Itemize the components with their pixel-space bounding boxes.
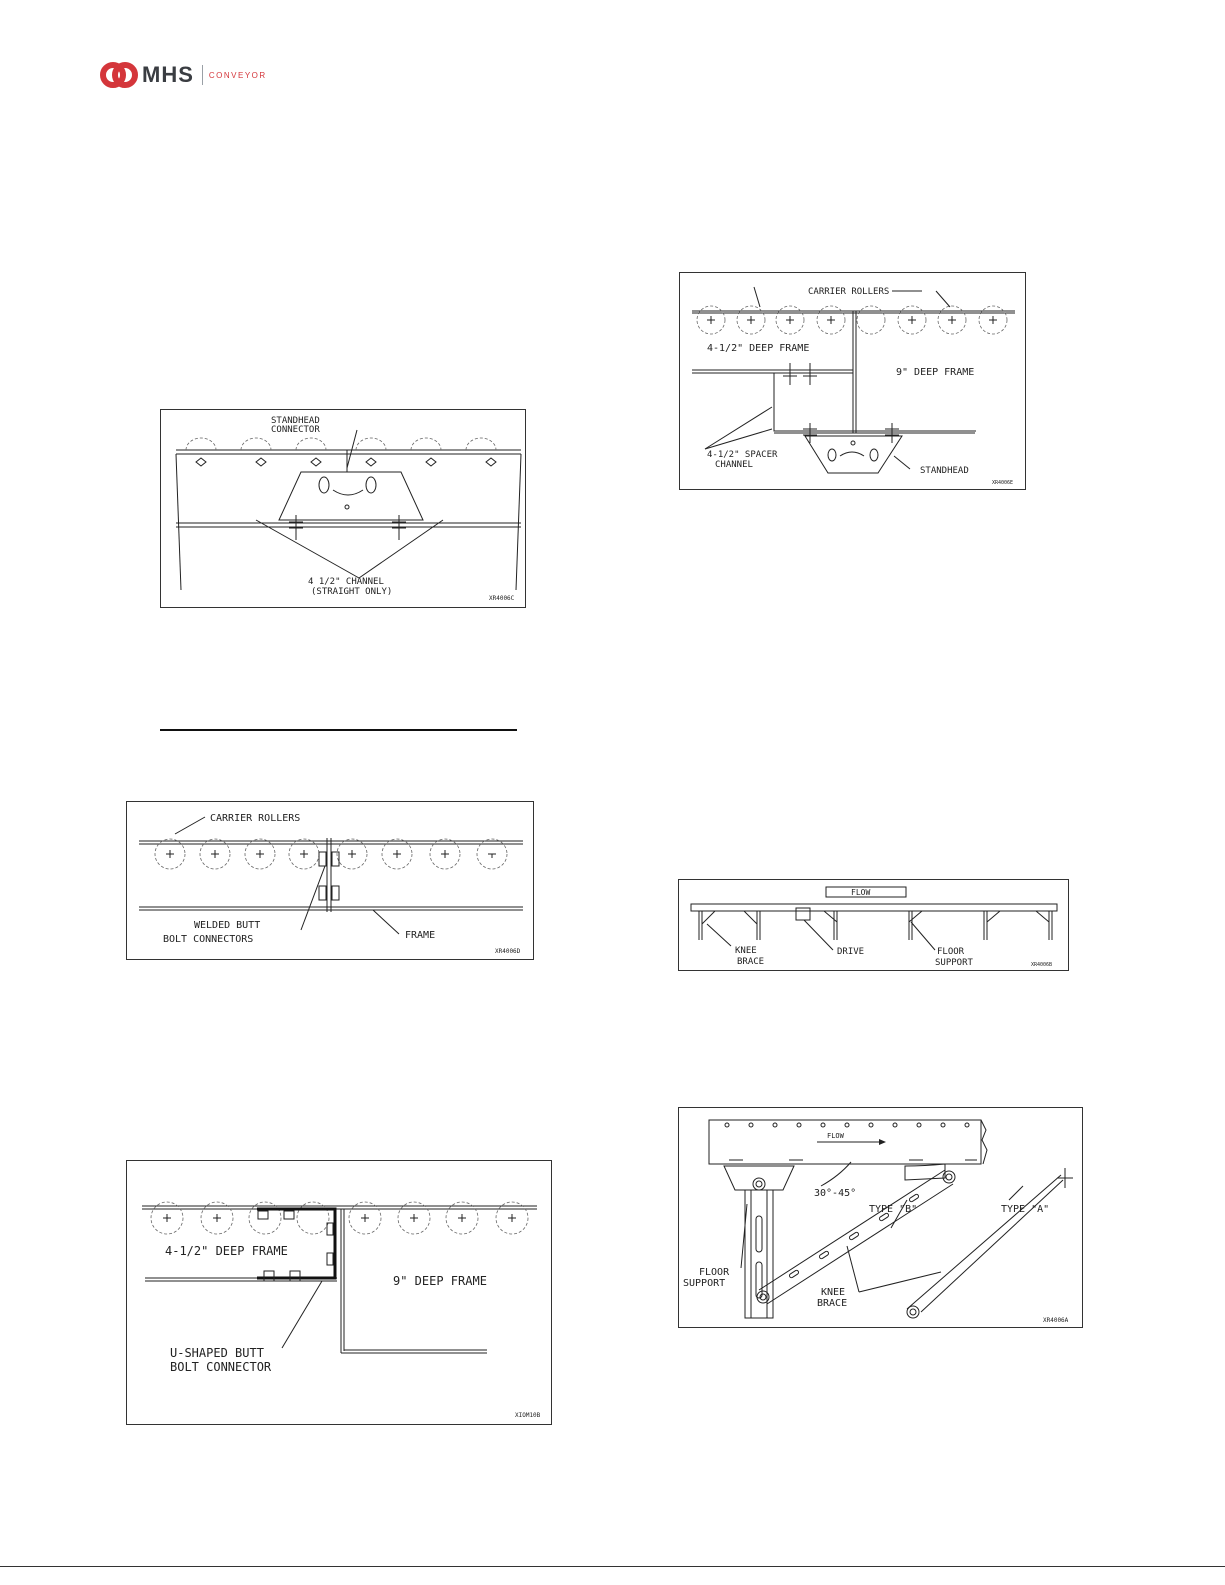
figure-code: XIOM10B: [515, 1412, 541, 1419]
straight-only-label: (STRAIGHT ONLY): [311, 587, 392, 597]
figure-code: XR4006A: [1043, 1317, 1069, 1324]
brace-label: BRACE: [737, 957, 764, 967]
figure-code: XR4006B: [1031, 962, 1052, 968]
standhead-label: STANDHEAD: [920, 466, 969, 476]
footer-rule: [0, 1566, 1225, 1567]
angle-label: 30°-45°: [814, 1188, 856, 1199]
figure-code: XR4006C: [489, 595, 515, 602]
figure-u-shaped-connector: 4-1/2" DEEP FRAME 9" DEEP FRAME U-SHAPED…: [126, 1160, 552, 1425]
figure-code: XR4006D: [495, 948, 521, 955]
support-label: SUPPORT: [935, 958, 974, 968]
support-label: SUPPORT: [683, 1278, 725, 1289]
section-divider: [160, 729, 517, 731]
u-shaped-butt-label: U-SHAPED BUTT: [170, 1346, 264, 1360]
channel-label: CHANNEL: [715, 460, 753, 470]
flow-label: FLOW: [851, 888, 870, 897]
flow-label: FLOW: [827, 1132, 845, 1140]
brand-subtitle: CONVEYOR: [208, 70, 267, 80]
standhead-label: STANDHEAD: [271, 416, 320, 426]
channel-label: 4 1/2" CHANNEL: [308, 577, 384, 587]
figure-conveyor-overview: FLOW KNEE BRACE DRIVE FLOOR SUPPORT XR40…: [678, 879, 1069, 971]
deep-frame-9-label: 9" DEEP FRAME: [393, 1274, 487, 1288]
bolt-connector-label: BOLT CONNECTOR: [170, 1360, 272, 1374]
carrier-rollers-label: CARRIER ROLLERS: [210, 813, 300, 824]
deep-frame-45-label: 4-1/2" DEEP FRAME: [707, 343, 809, 354]
knee-label: KNEE: [821, 1287, 845, 1298]
type-a-label: TYPE "A": [1001, 1204, 1049, 1215]
logo-divider: [201, 65, 203, 85]
brand-name: MHS: [142, 62, 194, 87]
brace-label: BRACE: [817, 1298, 847, 1309]
type-b-label: TYPE "B": [869, 1204, 917, 1215]
deep-frame-9-label: 9" DEEP FRAME: [896, 367, 974, 378]
carrier-rollers-label: CARRIER ROLLERS: [808, 287, 889, 297]
drive-label: DRIVE: [837, 947, 864, 957]
figure-welded-butt-connectors: CARRIER ROLLERS WELDED BUTT BOLT CONNECT…: [126, 801, 534, 960]
bolt-connectors-label: BOLT CONNECTORS: [163, 934, 253, 945]
figure-knee-brace: FLOW 30°-45° TYPE "B" TYPE "A" FLOOR SUP…: [678, 1107, 1083, 1328]
figure-standhead-connector: STANDHEAD CONNECTOR 4 1/2" CHANNEL (STRA…: [160, 409, 526, 608]
company-logo: MHS CONVEYOR: [100, 60, 267, 90]
deep-frame-45-label: 4-1/2" DEEP FRAME: [165, 1244, 288, 1258]
figure-code: XR4006E: [992, 480, 1013, 486]
floor-label: FLOOR: [699, 1267, 730, 1278]
welded-butt-label: WELDED BUTT: [194, 920, 260, 931]
frame-label: FRAME: [405, 930, 435, 941]
spacer-label: 4-1/2" SPACER: [707, 450, 778, 460]
floor-label: FLOOR: [937, 947, 965, 957]
knee-label: KNEE: [735, 946, 757, 956]
mhs-link-icon: [100, 62, 138, 88]
connector-label: CONNECTOR: [271, 425, 320, 435]
figure-spacer-channel: CARRIER ROLLERS 4-1/2" DEEP FRAME 9" DEE…: [679, 272, 1026, 490]
